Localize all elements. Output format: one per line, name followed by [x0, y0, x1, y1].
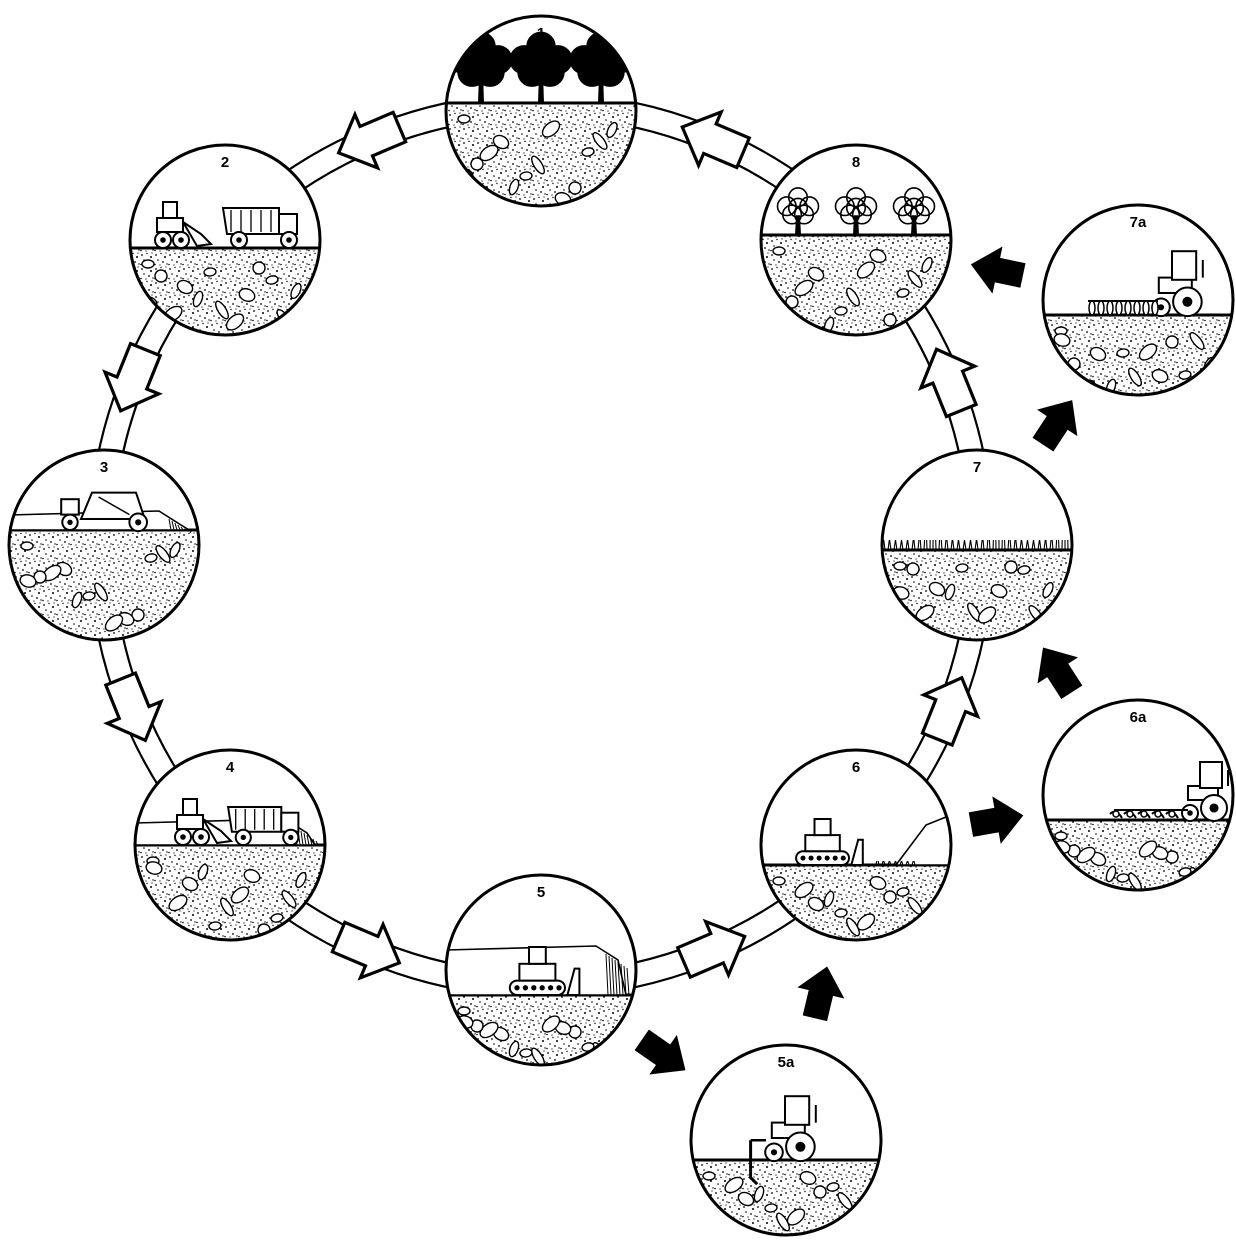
stage-2-label: 2 [221, 154, 229, 171]
stage-6-circle: 6 [761, 750, 951, 940]
stage-5a-label: 5a [778, 1054, 795, 1071]
stage-5-label: 5 [537, 884, 545, 901]
side-arrow-6-to-6a [967, 793, 1026, 847]
stage-8-circle: 8 [761, 145, 951, 335]
stage-6-label: 6 [852, 759, 860, 776]
stage-7-circle: 7 [882, 450, 1072, 640]
stage-4-label: 4 [226, 759, 235, 776]
stage-3-label: 3 [100, 459, 108, 476]
stage-3-circle: 3 [9, 450, 199, 640]
stage-2-circle: 2 [130, 145, 320, 335]
stage-6a-label: 6a [1130, 709, 1147, 726]
stage-6a-circle: 6a [1043, 700, 1233, 893]
stage-5a-circle: 5a [691, 1045, 881, 1235]
stage-7a-circle: 7a [1043, 205, 1233, 399]
stage-4-circle: 4 [135, 750, 325, 940]
stage-circles: 1 2 3 4 5 5a 6 6a 7 7a 8 [9, 16, 1233, 1235]
side-arrow-7a-to-8 [967, 242, 1027, 298]
side-arrow-5-to-5a [629, 1021, 698, 1088]
stage-1-circle: 1 [446, 16, 636, 208]
side-arrow-6a-to-7 [1024, 636, 1091, 705]
stage-7-label: 7 [973, 459, 981, 476]
stage-8-label: 8 [852, 154, 860, 171]
side-arrow-7-to-7a [1024, 388, 1091, 457]
stage-1-label: 1 [537, 25, 545, 42]
side-arrow-5a-to-6 [793, 962, 850, 1023]
stage-7a-label: 7a [1130, 214, 1147, 231]
stage-5-circle: 5 [446, 875, 636, 1068]
